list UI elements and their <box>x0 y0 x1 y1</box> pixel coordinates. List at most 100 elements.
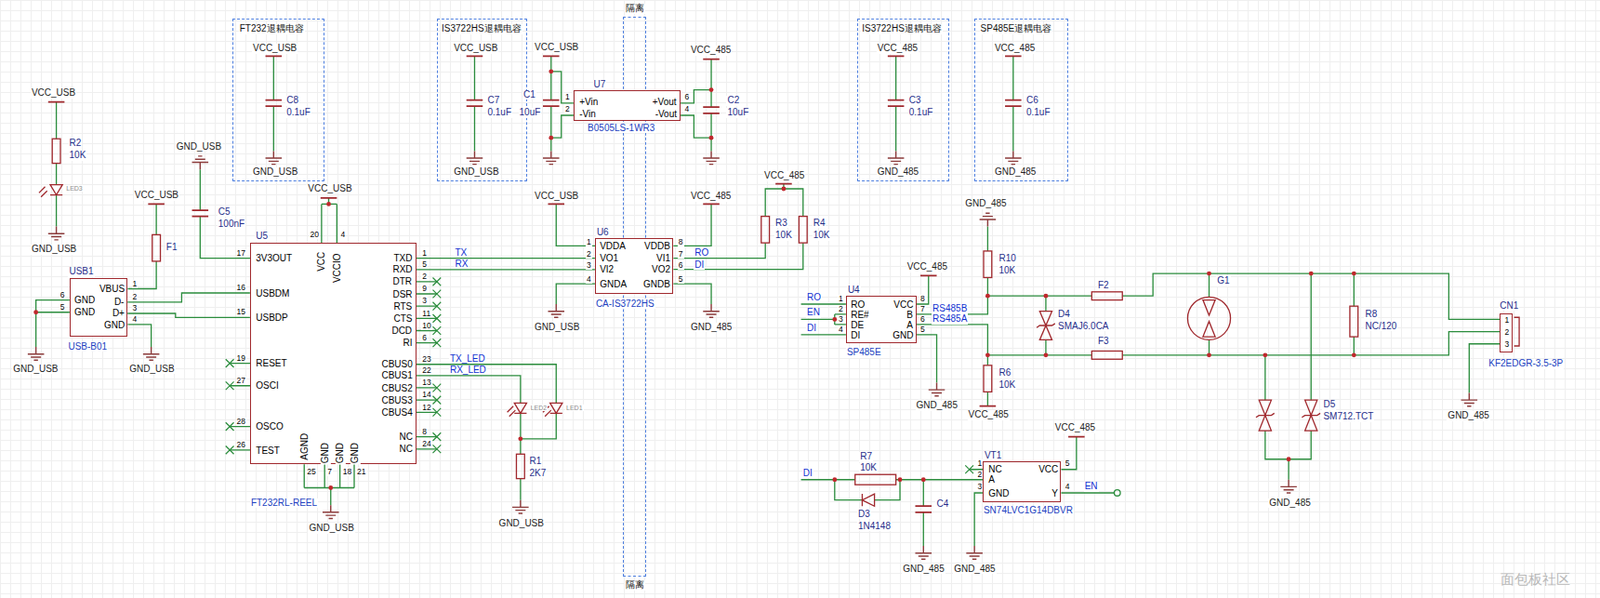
pin-name: DSR <box>391 290 413 301</box>
signal-label: RS485A <box>931 314 968 325</box>
port-terminal <box>1113 489 1121 497</box>
part-label: R3 <box>774 218 789 229</box>
pin-number: 26 <box>236 440 247 450</box>
led-label: LED1 <box>565 404 584 411</box>
pin-number: 2 <box>564 105 571 114</box>
ground-symbol <box>1461 392 1479 406</box>
signal-label: RX_LED <box>449 365 488 376</box>
signal-wire <box>416 268 596 270</box>
part-number: CA-IS3722HS <box>595 299 656 310</box>
net-label: GND_485 <box>952 564 996 575</box>
pin-name: GNDA <box>598 279 628 291</box>
pin-name: D+ <box>111 308 126 319</box>
ground-symbol <box>265 150 283 164</box>
tvs-symbol <box>1305 399 1318 415</box>
schematic-circle <box>517 436 523 441</box>
net-label: GND_USB <box>12 364 59 375</box>
part-number: USB-B01 <box>66 342 108 353</box>
part-label: R8 <box>1363 309 1378 320</box>
net-label: VCC_USB <box>533 191 580 202</box>
decoupling-group-box: IS3722HS退耦电容VCC_485C30.1uFGND_485 <box>857 18 950 183</box>
pin-name: 3V3OUT <box>254 253 293 265</box>
pin-number: 1 <box>585 238 593 247</box>
pin-number: 19 <box>236 354 247 363</box>
pin-name: +Vout <box>651 97 678 108</box>
ground-symbol <box>512 500 529 514</box>
pin-number: 1 <box>1504 316 1511 325</box>
schematic-circle <box>985 352 991 358</box>
part-label: R1 <box>528 456 543 467</box>
part-label: 10K <box>859 462 878 474</box>
pin-number: 3 <box>421 296 428 305</box>
resistor-symbol <box>983 365 992 393</box>
pin-number: 16 <box>236 283 247 292</box>
part-number: B0505LS-1WR3 <box>586 123 656 134</box>
part-number: SP485E <box>846 347 883 358</box>
pin-name: VDDA <box>598 241 627 252</box>
net-label: GND_USB <box>307 523 355 534</box>
pin-name: VCC <box>317 251 329 273</box>
pin-name: RTS <box>392 302 413 313</box>
pin-name: OSCO <box>254 422 284 433</box>
pin-number: 25 <box>305 467 317 477</box>
resistor-symbol <box>798 216 807 244</box>
pin-number: 6 <box>421 333 428 343</box>
fuse-symbol <box>1091 350 1123 359</box>
signal-label: RS485B <box>931 304 968 315</box>
net-label: GND_485 <box>915 400 959 411</box>
pin-number: 3 <box>132 304 139 313</box>
net-label: GND_485 <box>876 167 920 178</box>
net-label: VCC_485 <box>906 262 949 273</box>
signal-label: EN <box>1084 481 1099 492</box>
pin-number: 8 <box>919 294 926 304</box>
diode-symbol <box>861 493 874 506</box>
part-label: F3 <box>1097 336 1111 347</box>
pin-number: 8 <box>677 238 685 247</box>
pin-number: 4 <box>837 325 845 334</box>
schematic-circle <box>1206 271 1212 277</box>
pin-number: 6 <box>677 261 685 270</box>
schematic-circle <box>1286 456 1292 462</box>
pin-name: VI1 <box>655 253 672 265</box>
pin-name: DTR <box>391 277 413 288</box>
ground-symbol <box>48 226 66 240</box>
net-label: VCC_485 <box>763 171 806 182</box>
decoupling-group-box: SP485E退耦电容VCC_485C60.1uFGND_485 <box>974 18 1069 183</box>
pin-name: DE <box>849 320 865 331</box>
group-title: IS3722HS退耦电容 <box>860 24 943 35</box>
net-label: VCC_485 <box>689 191 732 202</box>
tvs-symbol <box>1258 415 1271 431</box>
ground-symbol <box>192 156 210 170</box>
signal-label: TX <box>453 248 468 259</box>
part-label: C8 <box>285 95 300 106</box>
pin-number: 4 <box>132 315 139 324</box>
ground-symbol <box>322 504 340 518</box>
part-label: C3 <box>908 95 923 106</box>
part-label: 10K <box>812 230 832 241</box>
part-label: U6 <box>595 227 610 239</box>
ground-symbol <box>547 304 565 318</box>
pin-name: CBUS1 <box>380 370 413 382</box>
pin-name: CTS <box>392 314 413 325</box>
net-label: GND_USB <box>452 167 500 178</box>
signal-label: TX_LED <box>449 354 487 365</box>
ground-symbol <box>27 346 45 360</box>
pin-number: 21 <box>356 467 367 477</box>
pin-number: 3 <box>976 482 983 491</box>
pin-number: 27 <box>236 376 247 385</box>
net-label: VCC_USB <box>306 184 353 195</box>
pin-number: 3 <box>585 261 593 270</box>
ground-symbol <box>542 150 560 164</box>
pin-number: 1 <box>421 249 428 258</box>
pin-number: 9 <box>421 284 428 293</box>
schematic-circle <box>1351 352 1357 358</box>
pin-number: 6 <box>683 92 690 102</box>
ground-symbol <box>702 150 720 164</box>
part-label: 0.1uF <box>486 107 513 119</box>
part-label: C2 <box>726 95 741 106</box>
signal-label: DI <box>802 468 814 479</box>
gas-tube-symbol <box>1203 321 1216 337</box>
pin-name: CBUS4 <box>380 408 413 419</box>
pin-number: 8 <box>421 427 428 437</box>
